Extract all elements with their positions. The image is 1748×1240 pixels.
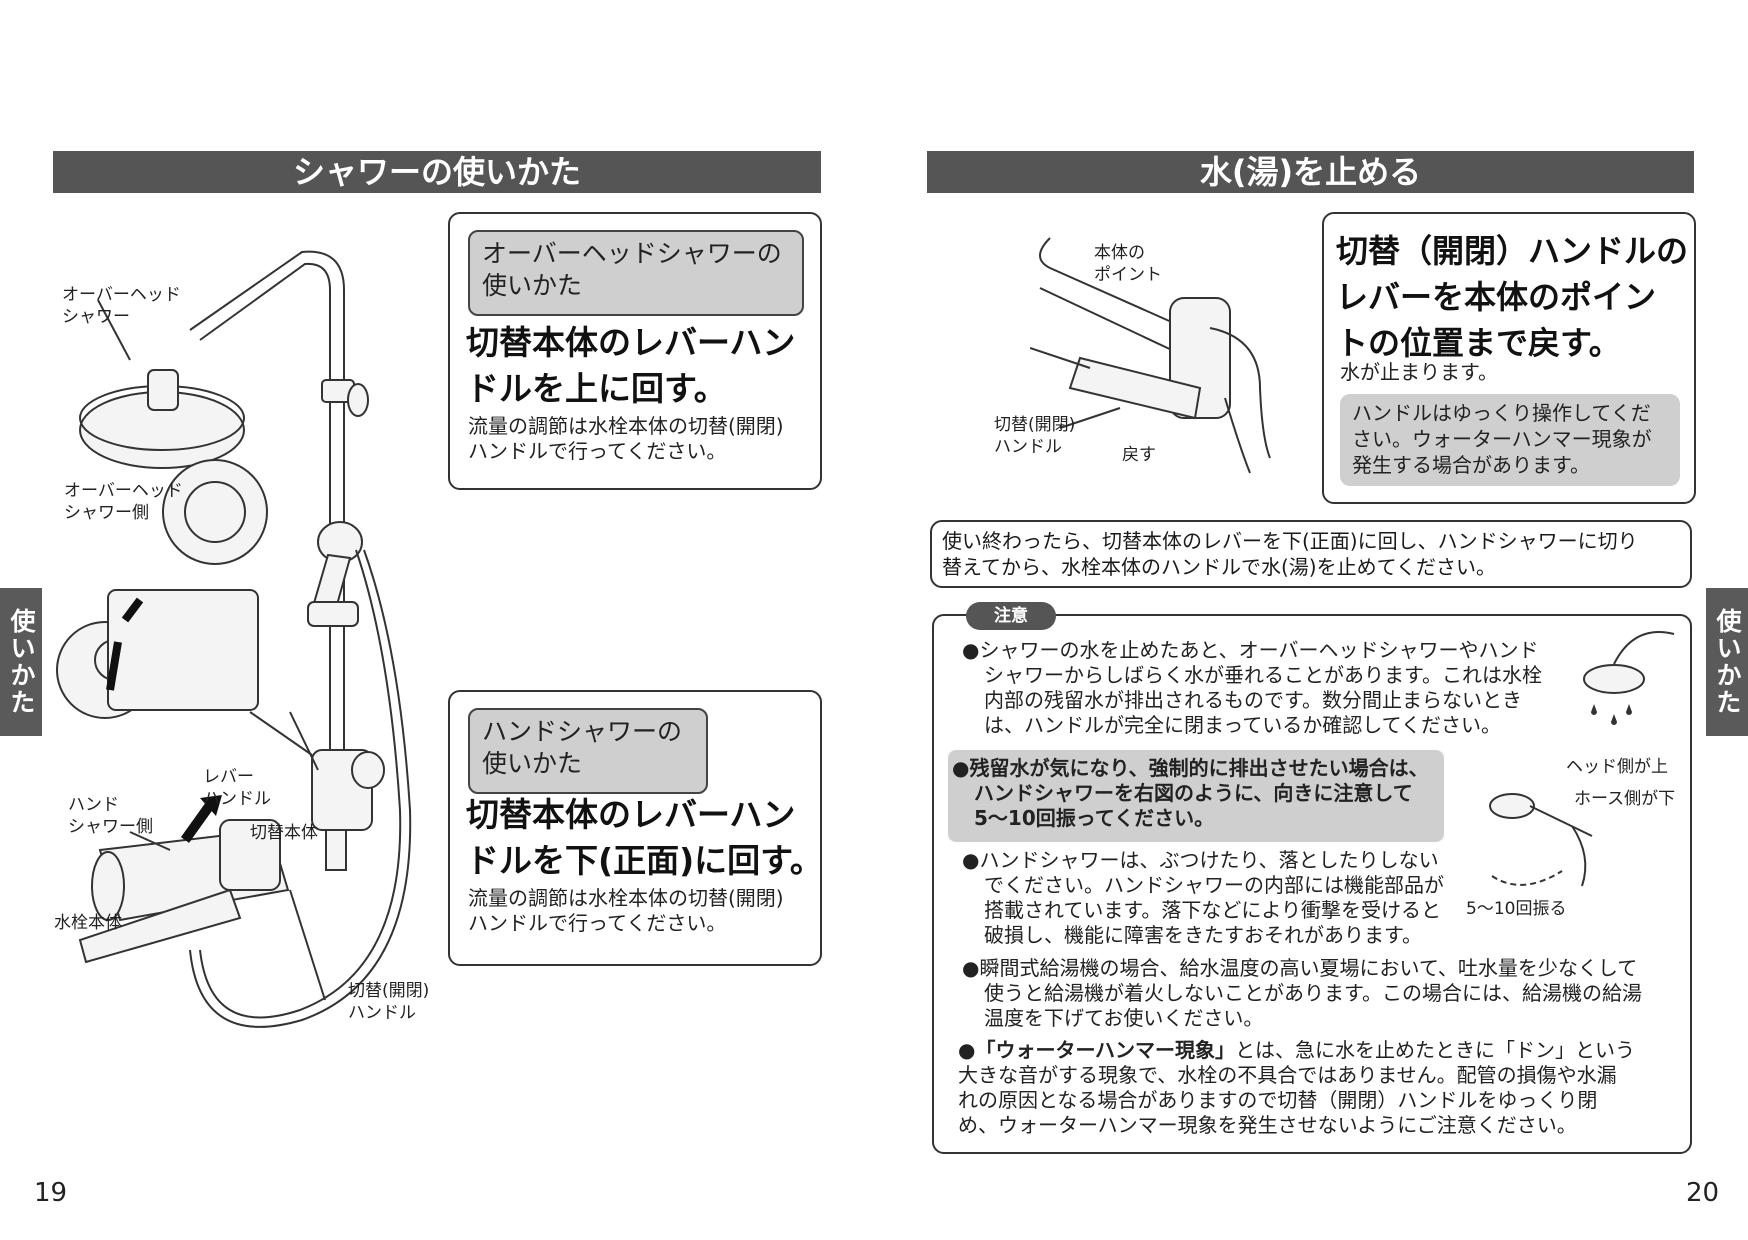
- label-head-up: ヘッド側が上: [1566, 757, 1668, 777]
- left-section-header: シャワーの使いかた: [53, 151, 821, 193]
- hand-box-title: ハンドシャワーの 使いかた: [468, 708, 708, 794]
- dripping-shower-icon: [1583, 631, 1675, 725]
- after-use-box: 使い終わったら、切替本体のレバーを下(正面)に回し、ハンドシャワーに切り 替えて…: [930, 520, 1692, 588]
- caution-item-1: ●シャワーの水を止めたあと、オーバーヘッドシャワーやハンド シャワーからしばらく…: [962, 638, 1542, 737]
- label-switch-body: 切替本体: [250, 823, 318, 843]
- caution-box: 注意 ●シャワーの水を止めたあと、オーバーヘッドシャワーやハンド シャワーからし…: [932, 602, 1692, 1154]
- label-overhead-shower: オーバーヘッド シャワー: [62, 285, 181, 327]
- label-overhead-side: オーバーヘッド シャワー側: [64, 481, 183, 523]
- right-side-tab: 使いかた: [1706, 588, 1748, 736]
- label-hose-down: ホース側が下: [1574, 789, 1676, 809]
- caution-item-5: ●「ウォーターハンマー現象」とは、急に水を止めたときに「ドン」という 大きな音が…: [958, 1038, 1688, 1138]
- hand-shower-box: ハンドシャワーの 使いかた 切替本体のレバーハン ドルを下(正面)に回す。 流量…: [448, 690, 823, 966]
- water-hammer-term: ●「ウォーターハンマー現象」: [958, 1038, 1236, 1062]
- label-faucet-body: 水栓本体: [54, 913, 122, 933]
- shake-hand-shower-icon: [1489, 793, 1593, 887]
- stop-tip: ハンドルはゆっくり操作してくだ さい。ウォーターハンマー現象が 発生する場合があ…: [1340, 394, 1680, 486]
- caution-item-3: ●ハンドシャワーは、ぶつけたり、落としたりしない でください。ハンドシャワーの内…: [962, 848, 1444, 947]
- overhead-box-note: 流量の調節は水栓本体の切替(開閉) ハンドルで行ってください。: [468, 414, 784, 463]
- overhead-shower-box: オーバーヘッドシャワーの 使いかた 切替本体のレバーハン ドルを上に回す。 流量…: [448, 212, 822, 490]
- label-shake: 5〜10回振る: [1466, 899, 1567, 919]
- caution-badge: 注意: [966, 602, 1056, 630]
- overhead-box-instruction: 切替本体のレバーハン ドルを上に回す。: [466, 323, 796, 408]
- left-side-tab: 使いかた: [0, 588, 42, 736]
- water-hammer-text: とは、急に水を止めたときに「ドン」という 大きな音がする現象で、水栓の不具合では…: [958, 1038, 1636, 1137]
- left-page-number: 19: [34, 1178, 68, 1208]
- label-switch-handle: 切替(開閉) ハンドル: [348, 981, 430, 1023]
- label-stop-switch-handle: 切替(開閉) ハンドル: [994, 415, 1076, 457]
- overhead-box-title: オーバーヘッドシャワーの 使いかた: [468, 230, 804, 316]
- label-return: 戻す: [1122, 445, 1156, 465]
- stop-result: 水が止まります。: [1340, 360, 1498, 384]
- label-lever-handle: レバー ハンドル: [203, 767, 271, 809]
- right-page-number: 20: [1686, 1178, 1720, 1208]
- caution-item-4: ●瞬間式給湯機の場合、給水温度の高い夏場において、吐水量を少なくして 使うと給湯…: [962, 956, 1642, 1030]
- label-hand-side: ハンド シャワー側: [68, 795, 153, 837]
- shower-system-illustration: [56, 250, 412, 1028]
- caution-item-2: ●残留水が気になり、強制的に排出させたい場合は、 ハンドシャワーを右図のように、…: [948, 750, 1444, 842]
- stop-water-box: 切替（開閉）ハンドルの レバーを本体のポイン トの位置まで戻す。 水が止まります…: [1322, 212, 1696, 504]
- hand-box-instruction: 切替本体のレバーハン ドルを下(正面)に回す。: [466, 795, 823, 880]
- label-body-point: 本体の ポイント: [1094, 243, 1162, 285]
- stop-handle-illustration: [1030, 237, 1271, 474]
- right-section-header: 水(湯)を止める: [927, 151, 1694, 193]
- stop-instruction: 切替（開閉）ハンドルの レバーを本体のポイン トの位置まで戻す。: [1336, 232, 1689, 362]
- hand-box-note: 流量の調節は水栓本体の切替(開閉) ハンドルで行ってください。: [468, 886, 784, 935]
